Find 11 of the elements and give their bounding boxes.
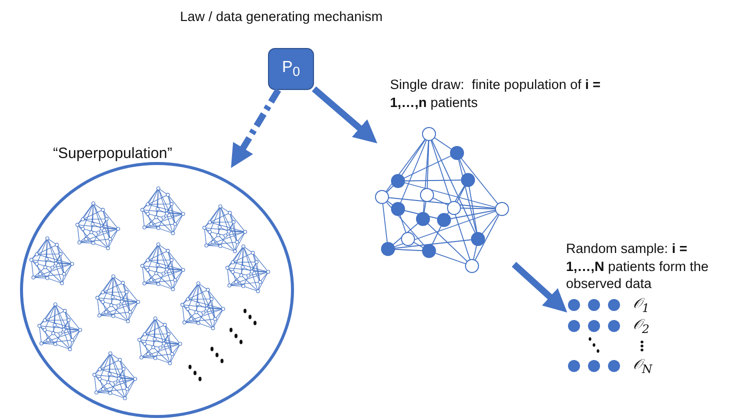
arrow: [512, 262, 568, 313]
ellipse-heading: “Superpopulation”: [53, 145, 172, 162]
arrow: [312, 86, 378, 144]
caption-text: Law / data generating mechanism: [180, 8, 384, 26]
arrow: [230, 88, 282, 168]
observation-label: 𝒪$_{N}$: [633, 357, 652, 376]
caption-text: Random sample: i = 1,…,N patients form the observed data: [566, 240, 710, 293]
process-box: P$_{0}$: [268, 48, 314, 90]
observation-label: 𝒪$_{1}$: [633, 296, 650, 315]
caption-text: Single draw: finite population of i = 1,…,n patients: [390, 76, 602, 112]
observation-label: 𝒪$_{2}$: [633, 317, 650, 336]
